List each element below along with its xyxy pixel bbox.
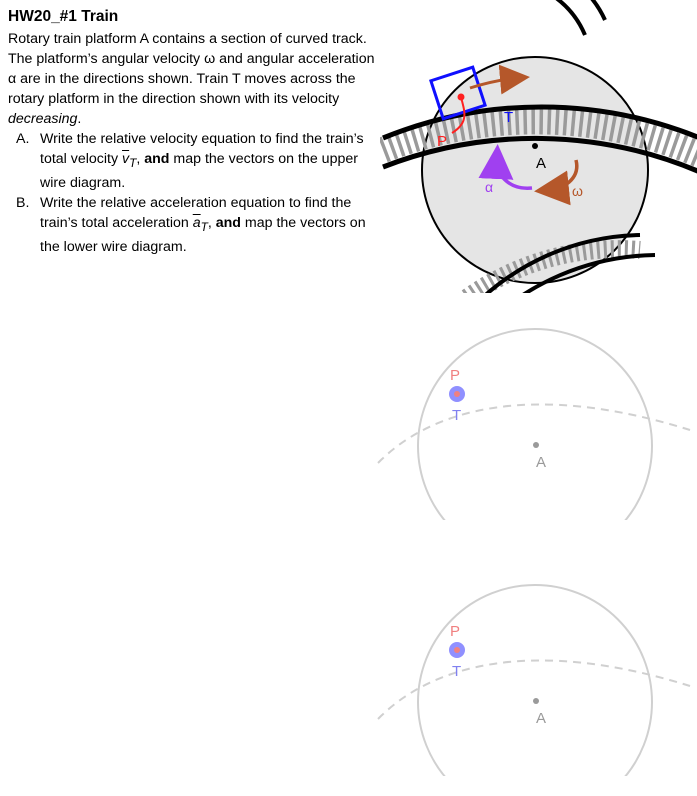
lower-wire-circle bbox=[417, 584, 653, 784]
part-a: A. Write the relative velocity equation t… bbox=[16, 131, 364, 191]
point-P-label: P bbox=[437, 133, 447, 150]
problem-parts: A. Write the relative velocity equation t… bbox=[8, 129, 380, 257]
center-A-label: A bbox=[536, 155, 546, 172]
track-ties-main bbox=[380, 108, 697, 167]
acceleration-vector-subscript: T bbox=[200, 219, 208, 234]
platform-disk bbox=[421, 56, 649, 284]
lower-wire-P-label: P bbox=[450, 623, 460, 640]
center-A-dot bbox=[532, 143, 538, 149]
part-b-text-end: map the vectors on the lower wire diagra… bbox=[40, 214, 366, 255]
upper-wire-point-core bbox=[454, 391, 460, 397]
problem-title: HW20_#1 Train bbox=[8, 8, 119, 25]
lower-wire-diagram: P T A bbox=[370, 584, 697, 784]
upper-wire-center-dot bbox=[533, 442, 539, 448]
upper-wire-P-label: P bbox=[450, 367, 460, 384]
part-b-marker: B. bbox=[16, 194, 30, 211]
intro-end: . bbox=[77, 111, 82, 127]
omega-arrow bbox=[534, 159, 579, 206]
track-rail-lower-1 bbox=[484, 233, 641, 293]
lower-wire-mask bbox=[370, 776, 697, 784]
lower-wire-track bbox=[377, 659, 691, 720]
track-rail-upper-left bbox=[555, 0, 587, 36]
acceleration-vector-symbol: aT bbox=[192, 214, 208, 234]
lower-wire-T-label: T bbox=[452, 663, 461, 680]
upper-wire-A-label: A bbox=[536, 454, 546, 471]
lower-wire-A-label: A bbox=[536, 710, 546, 727]
track-rail-inner bbox=[382, 135, 697, 174]
acceleration-vector-letter: a bbox=[192, 214, 201, 231]
velocity-vector-symbol: vT bbox=[122, 151, 137, 170]
problem-intro: Rotary train platform A contains a secti… bbox=[8, 29, 380, 129]
upper-wire-mask bbox=[370, 520, 697, 528]
part-a-text-end: map the vectors on the upper wire diagra… bbox=[40, 151, 358, 191]
point-P-path bbox=[451, 96, 466, 134]
track-ties-lower bbox=[458, 240, 641, 293]
velocity-vector-letter: v bbox=[122, 151, 130, 167]
part-b-bold: and bbox=[215, 214, 241, 231]
lower-wire-center-dot bbox=[533, 698, 539, 704]
platform-figure: v P T A α ω bbox=[380, 0, 697, 293]
part-a-text: Write the relative velocity equation to … bbox=[40, 131, 364, 167]
part-a-bold: and bbox=[144, 151, 170, 167]
alpha-arrow bbox=[478, 144, 533, 190]
part-b: B. Write the relative acceleration equati… bbox=[16, 194, 366, 255]
omega-label: ω bbox=[572, 183, 583, 199]
upper-wire-circle bbox=[417, 328, 653, 528]
velocity-label: v bbox=[510, 70, 518, 85]
upper-wire-T-label: T bbox=[452, 407, 461, 424]
intro-text: Rotary train platform A contains a secti… bbox=[8, 31, 375, 107]
problem-statement: HW20_#1 Train Rotary train platform A co… bbox=[8, 6, 380, 257]
track-rail-outer bbox=[382, 104, 697, 141]
velocity-vector-subscript: T bbox=[129, 155, 137, 170]
track-rail-upper-left-2 bbox=[590, 0, 607, 21]
part-a-marker: A. bbox=[16, 131, 30, 147]
upper-wire-track bbox=[377, 403, 691, 464]
lower-wire-point-core bbox=[454, 647, 460, 653]
train-label: T bbox=[504, 109, 513, 126]
intro-emphasis: decreasing bbox=[8, 111, 78, 127]
alpha-label: α bbox=[485, 179, 493, 195]
upper-wire-diagram: P T A bbox=[370, 328, 697, 528]
part-b-text: Write the relative acceleration equation… bbox=[40, 194, 352, 231]
velocity-arrow bbox=[469, 64, 530, 95]
track-rail-lower-2 bbox=[522, 253, 656, 293]
